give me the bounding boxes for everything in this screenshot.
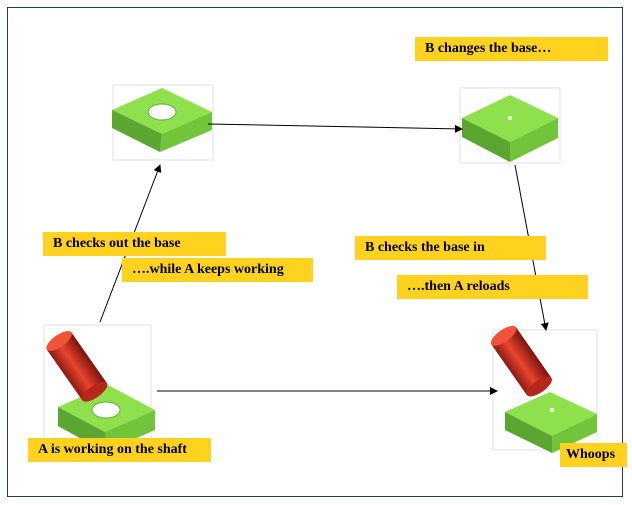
label-a-working-on-shaft: A is working on the shaft bbox=[28, 438, 211, 462]
label-b-changes-base: B changes the base… bbox=[415, 37, 608, 61]
base-top-left bbox=[112, 84, 214, 161]
label-while-a-keeps-working: ….while A keeps working bbox=[122, 258, 313, 282]
label-whoops: Whoops bbox=[560, 443, 627, 467]
shaft-on-base-bottom-left bbox=[43, 324, 155, 456]
shaft-on-base-bottom-right bbox=[490, 325, 598, 453]
label-b-checks-base-in: B checks the base in bbox=[355, 236, 546, 260]
base-top-right bbox=[459, 87, 561, 164]
label-b-checks-out-base: B checks out the base bbox=[43, 232, 226, 256]
arrow-change bbox=[207, 123, 463, 133]
label-then-a-reloads: ….then A reloads bbox=[397, 275, 588, 299]
